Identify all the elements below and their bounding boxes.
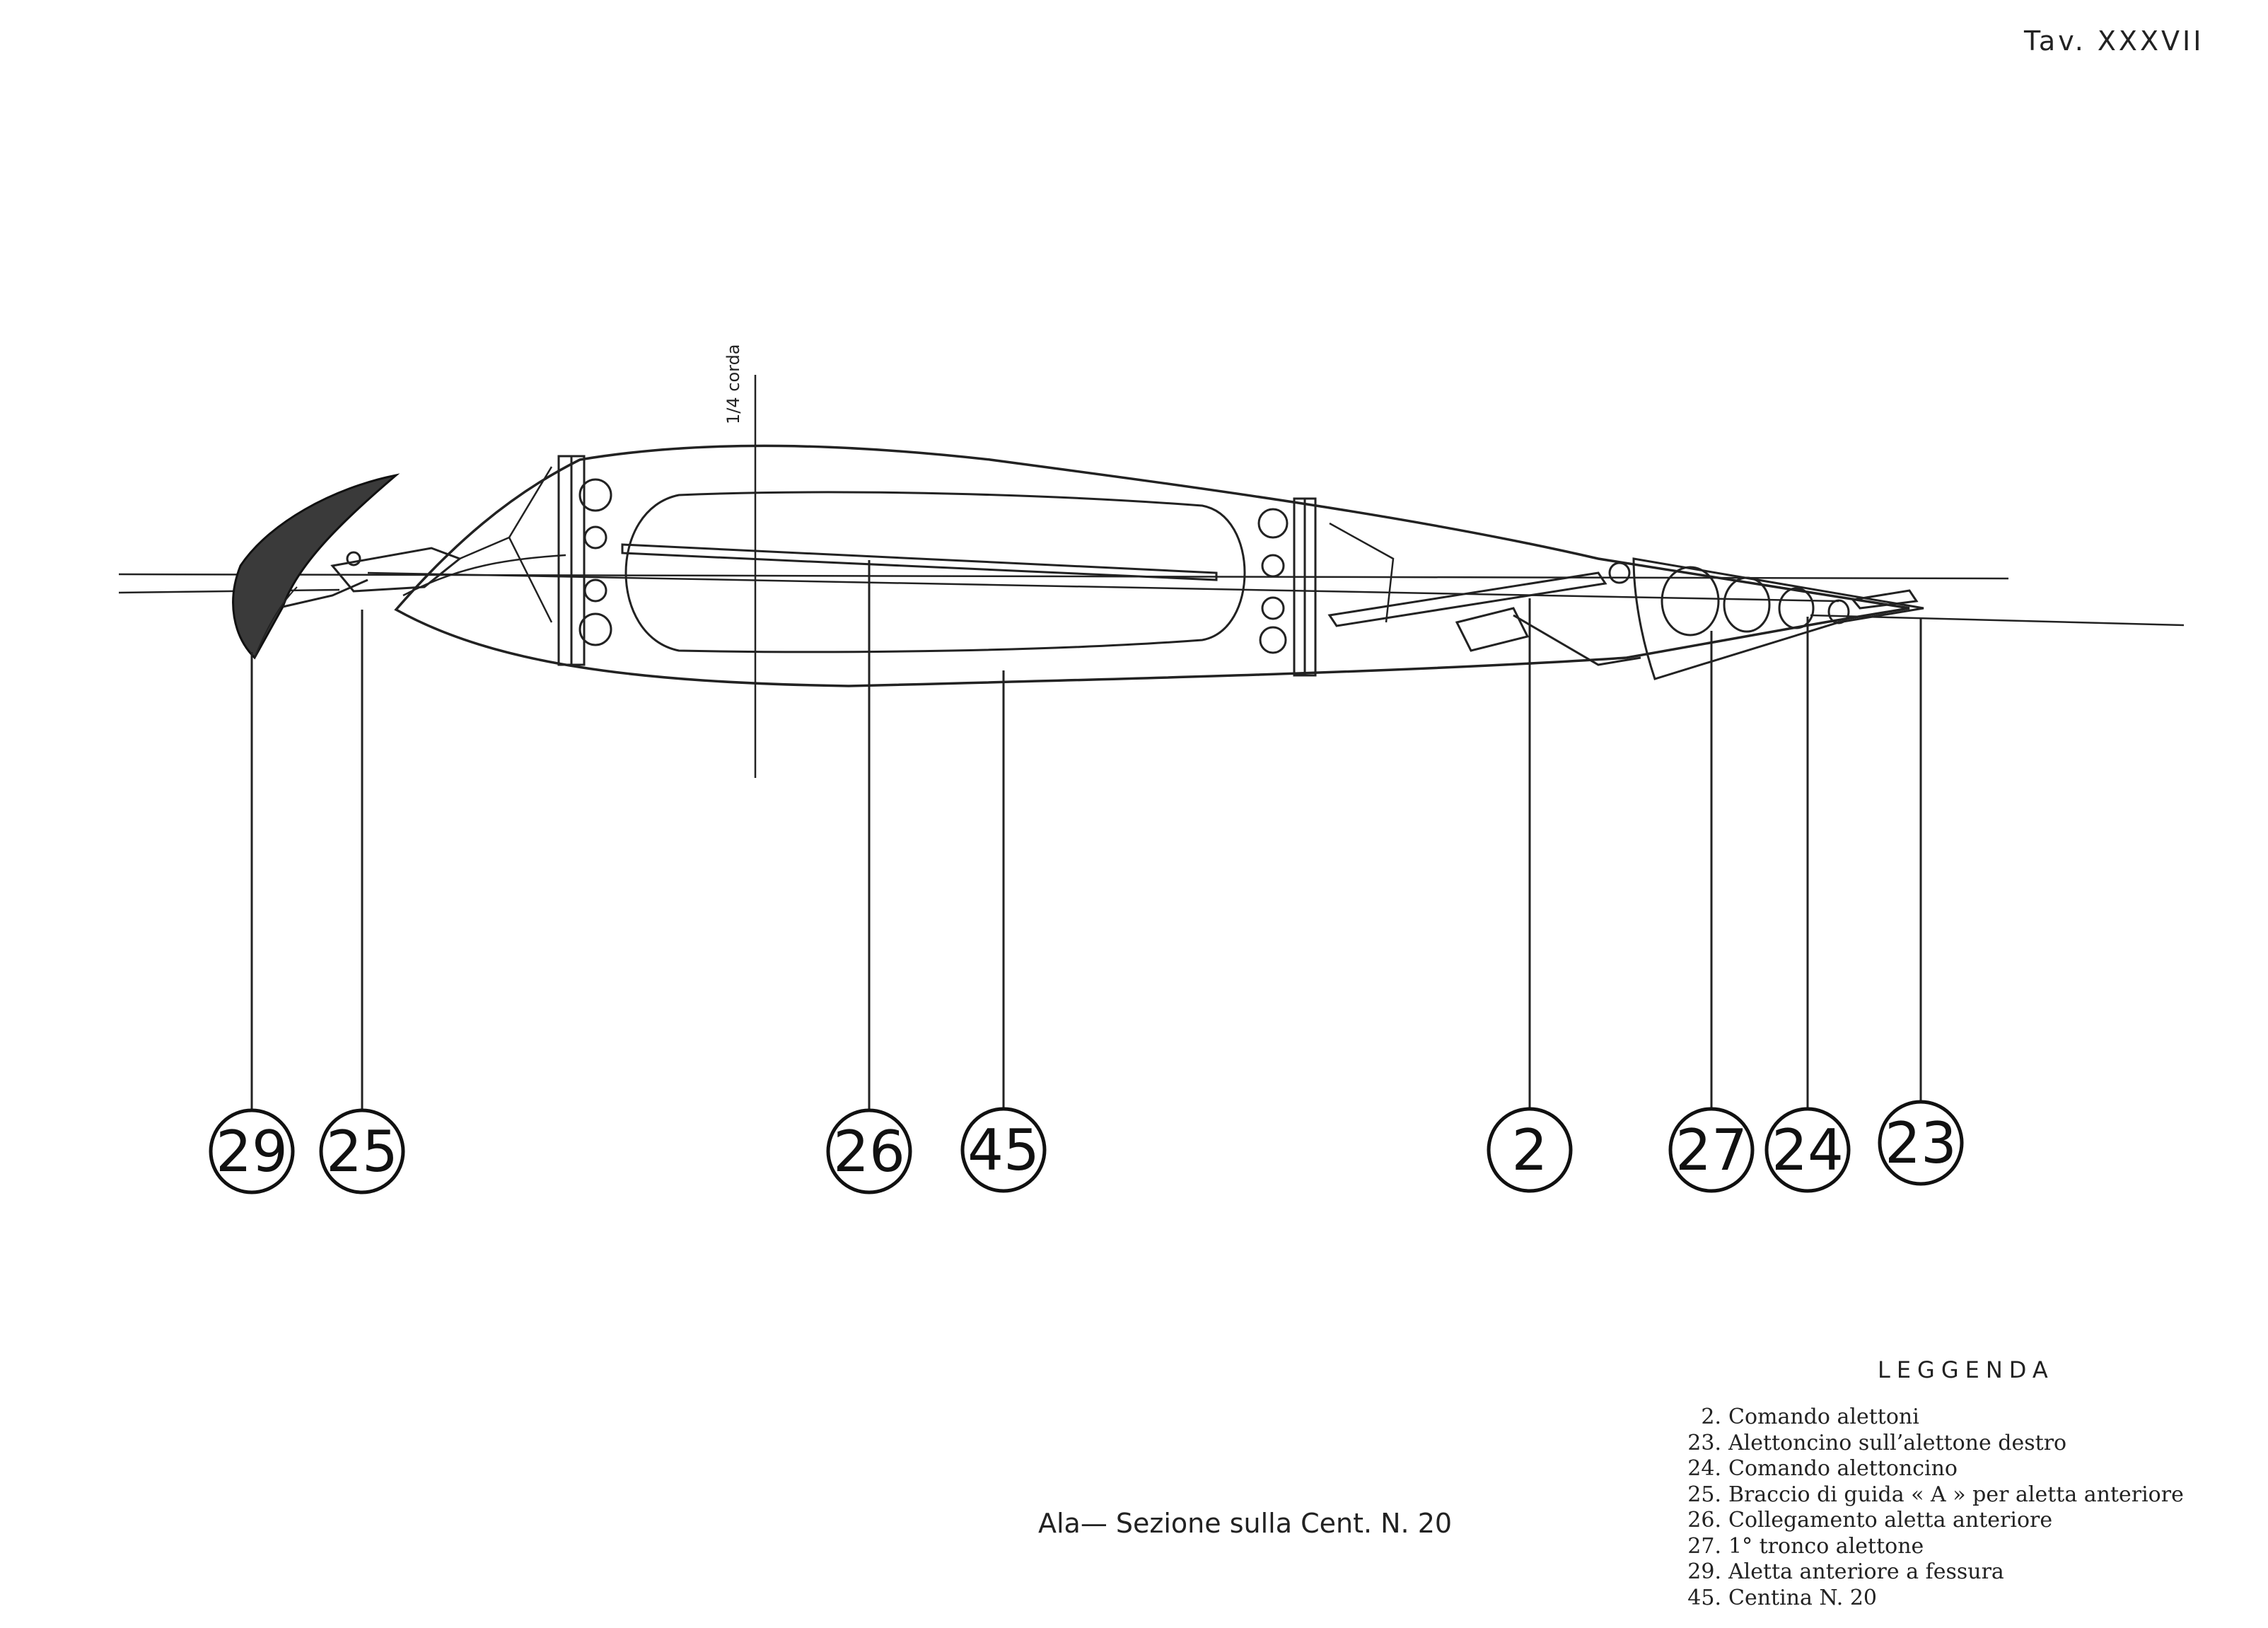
legend-item-number: 24. [1687,1456,1721,1481]
drawing-caption: Ala— Sezione sulla Cent. N. 20 [1038,1508,1453,1539]
legend-item: 29. Aletta anteriore a fessura [1677,1559,2184,1586]
svg-text:45: 45 [967,1117,1040,1183]
svg-text:2: 2 [1512,1117,1548,1183]
wing-outline [394,444,1910,687]
callout-29: 29 [209,1108,295,1194]
legend-item: 2. Comando alettoni [1677,1405,2184,1431]
legend-item-text: Comando alettoncino [1728,1456,1958,1481]
legend-item-number: 45. [1687,1585,1721,1610]
callout-27: 27 [1668,1107,1755,1193]
legend-item-text: 1° tronco alettone [1728,1533,1924,1559]
plate-number: Tav. XXXVII [2024,25,2204,57]
legend-item-text: Comando alettoni [1728,1405,1919,1429]
rib-lightening-hole [624,491,1246,653]
legend-item-number: 25. [1687,1482,1721,1507]
quarter-chord-label: 1/4 corda [723,344,743,424]
svg-text:25: 25 [326,1119,398,1185]
legend-item-number: 2. [1701,1405,1721,1429]
legend-item-text: Centina N. 20 [1728,1585,1877,1610]
legend-item-text: Alettoncino sull’alettone destro [1728,1430,2067,1455]
callout-2: 2 [1487,1107,1573,1193]
callout-45: 45 [960,1107,1047,1193]
guide-arm [330,547,462,593]
aileron [1632,557,1924,680]
svg-text:27: 27 [1675,1117,1747,1183]
legend-item-text: Aletta anteriore a fessura [1728,1559,2004,1584]
legend-item-number: 27. [1687,1533,1721,1559]
legend-item-number: 23. [1687,1430,1721,1455]
leading-edge-slat [232,473,400,660]
connection-rod [621,543,1218,581]
svg-text:23: 23 [1885,1110,1957,1176]
legend-item: 27. 1° tronco alettone [1677,1534,2184,1560]
callout-25: 25 [319,1108,405,1194]
legend-list: 2. Comando alettoni 23. Alettoncino sull’a… [1677,1405,2184,1611]
svg-text:29: 29 [216,1119,288,1185]
legend-item: 23. Alettoncino sull’alettone destro [1677,1431,2184,1457]
aileron-control-linkage [1327,562,1641,666]
leader-lines [250,560,1922,1117]
callout-24: 24 [1764,1107,1851,1193]
svg-text:24: 24 [1772,1117,1844,1183]
legend-item: 26. Collegamento aletta anteriore [1677,1508,2184,1534]
callout-23: 23 [1878,1100,1964,1186]
legend-item-text: Braccio di guida « A » per aletta anteri… [1728,1482,2184,1507]
legend-item-number: 29. [1687,1559,1721,1584]
legend-title: LEGGENDA [1878,1356,2054,1383]
rear-spar [1257,497,1395,677]
legend-item-number: 26. [1687,1508,1721,1533]
legend-item: 45. Centina N. 20 [1677,1586,2184,1612]
legend-item: 24. Comando alettoncino [1677,1456,2184,1482]
legend-item: 25. Braccio di guida « A » per aletta ant… [1677,1482,2184,1508]
legend-item-text: Collegamento aletta anteriore [1728,1508,2053,1533]
callout-26: 26 [826,1108,912,1194]
quarter-chord-axis: 1/4 corda [723,344,757,778]
svg-text:26: 26 [833,1119,905,1185]
front-spar [459,455,612,666]
